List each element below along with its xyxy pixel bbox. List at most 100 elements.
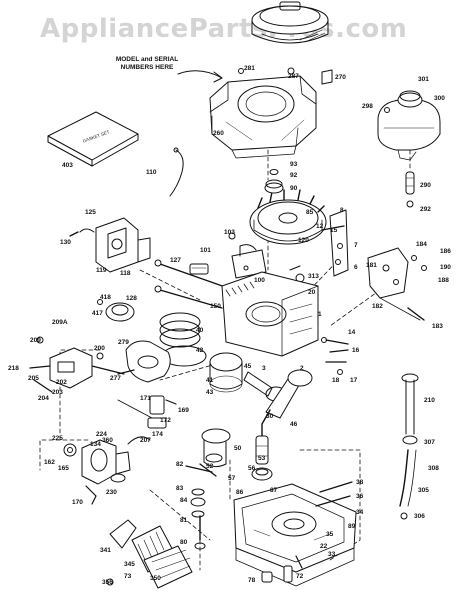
part-callout: 308 <box>428 465 439 472</box>
model-location-arrow <box>177 70 223 79</box>
part-callout: 281 <box>244 65 255 72</box>
part-callout: 218 <box>8 365 19 372</box>
valve-parts <box>321 337 349 375</box>
part-callout: 103 <box>224 229 235 236</box>
part-callout: 277 <box>110 375 121 382</box>
part-callout: 87 <box>270 487 278 494</box>
part-callout: 78 <box>248 577 256 584</box>
part-callout: 127 <box>170 257 181 264</box>
part-callout: 305 <box>418 487 429 494</box>
part-callout: 209A <box>52 319 68 326</box>
piston-part <box>209 352 243 393</box>
part-callout: 150 <box>210 303 221 310</box>
air-filter-part <box>106 519 193 589</box>
spark-plug-part <box>189 263 209 275</box>
screw-part <box>287 67 295 75</box>
part-callout: 300 <box>434 95 445 102</box>
part-callout: 205 <box>28 375 39 382</box>
part-callout: 287 <box>288 73 299 80</box>
model-location-arrowhead <box>213 71 223 83</box>
recoil-starter-part <box>251 1 329 44</box>
oil-fill-tube-part <box>399 373 419 520</box>
part-callout: 7 <box>354 242 358 249</box>
part-callout: 203 <box>52 389 63 396</box>
air-cleaner-part <box>377 90 441 161</box>
ignition-screw <box>228 232 236 240</box>
part-callout: 110 <box>146 169 157 176</box>
part-callout: 307 <box>424 439 435 446</box>
fuel-line-part <box>127 436 151 445</box>
governor-gear-part <box>251 467 273 481</box>
part-callout: 81 <box>180 517 188 524</box>
part-callout: 38 <box>356 479 364 486</box>
part-callout: 120 <box>298 237 309 244</box>
breather-tube-part <box>405 171 415 208</box>
part-callout: 85 <box>306 209 314 216</box>
part-callout: 128 <box>126 295 137 302</box>
part-callout: 169 <box>178 407 189 414</box>
part-callout: 125 <box>85 209 96 216</box>
part-callout: 86 <box>236 489 244 496</box>
part-callout: 270 <box>335 74 346 81</box>
cam-gear-parts <box>147 395 177 429</box>
sump-bolt <box>315 495 351 507</box>
part-callout: 182 <box>372 303 383 310</box>
part-callout: 298 <box>362 103 373 110</box>
part-callout: 162 <box>44 459 55 466</box>
part-callout: 417 <box>92 310 103 317</box>
part-callout: 84 <box>180 497 188 504</box>
part-callout: 209 <box>30 337 41 344</box>
part-callout: 80 <box>180 539 188 546</box>
part-callout: 17 <box>350 377 358 384</box>
rod-part <box>117 399 153 419</box>
cylinder-block-part <box>221 271 319 357</box>
governor-shaft-part <box>185 465 213 473</box>
washer-parts <box>190 488 206 550</box>
part-callout: 12 <box>316 223 324 230</box>
part-callout: 14 <box>348 329 356 336</box>
fuel-bowl-carburetor-part <box>63 439 131 505</box>
governor-bracket-part <box>367 247 427 321</box>
part-callout: 350 <box>150 575 161 582</box>
part-callout: 190 <box>440 264 451 271</box>
part-callout: 35 <box>326 531 334 538</box>
part-callout: 100 <box>254 277 265 284</box>
breather-part <box>97 299 135 322</box>
wire-terminal <box>173 147 179 153</box>
part-callout: 181 <box>366 262 377 269</box>
part-callout: 101 <box>200 247 211 254</box>
part-callout: 301 <box>418 76 429 83</box>
part-callout: 130 <box>60 239 71 246</box>
part-callout: 186 <box>440 248 451 255</box>
crankshaft-part <box>255 369 313 465</box>
part-callout: 40 <box>196 327 204 334</box>
part-callout: 20 <box>308 289 316 296</box>
part-callout: 171 <box>140 395 151 402</box>
part-callout: 52 <box>206 463 214 470</box>
engine-sump-part <box>233 483 357 587</box>
gasket-set-package <box>47 111 139 167</box>
part-callout: 45 <box>244 363 252 370</box>
part-callout: 83 <box>176 485 184 492</box>
head-bolts-part <box>154 259 229 309</box>
camshaft-part <box>199 428 231 477</box>
cylinder-pin <box>289 265 301 271</box>
part-callout: 290 <box>420 182 431 189</box>
part-callout: 72 <box>296 573 304 580</box>
flywheel-part <box>249 189 327 245</box>
part-callout: 18 <box>332 377 340 384</box>
part-callout: 30 <box>266 413 274 420</box>
part-callout: 183 <box>432 323 443 330</box>
part-callout: 82 <box>176 461 184 468</box>
part-callout: 22 <box>320 543 328 550</box>
part-callout: 90 <box>290 185 298 192</box>
part-callout: 345 <box>124 561 135 568</box>
throttle-link-part <box>91 352 125 375</box>
part-callout: 16 <box>352 347 360 354</box>
carburetor-part <box>69 217 151 273</box>
part-callout: 119 <box>96 267 107 274</box>
governor-spring <box>407 307 425 321</box>
part-callout: 46 <box>290 421 298 428</box>
